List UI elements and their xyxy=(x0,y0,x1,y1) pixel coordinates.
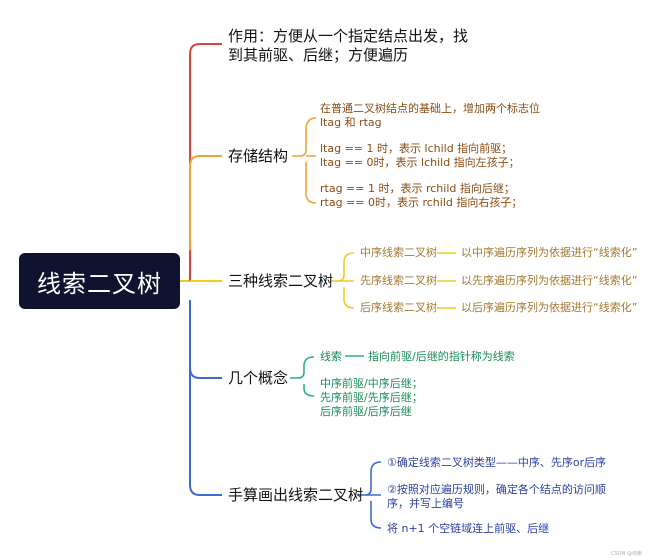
concept-orders: 中序前驱/中序后继； 先序前驱/先序后继； 后序前驱/后序后继 xyxy=(320,377,423,418)
manual-step-3: 将 n+1 个空链域连上前驱、后继 xyxy=(387,522,550,535)
tree-2-name: 先序线索二叉树 xyxy=(360,274,437,287)
tree-3-desc: 以后序遍历序列为依据进行“线索化” xyxy=(461,301,638,314)
concept-desc: 指向前驱/后继的指针称为线索 xyxy=(368,350,515,363)
tree-2-desc: 以先序遍历序列为依据进行“线索化” xyxy=(461,274,638,287)
manual-step-2: ②按照对应遍历规则，确定各个结点的访问顺 序，并写上编号 xyxy=(387,483,606,510)
branch-5-connector xyxy=(189,360,222,496)
branch-3-bracket xyxy=(330,252,355,309)
concept-name: 线索 xyxy=(320,350,342,363)
branch-4-bracket xyxy=(290,356,315,397)
branch-2-connector xyxy=(189,155,222,250)
root-label: 线索二叉树 xyxy=(37,269,162,298)
storage-item-3: rtag == 1 时，表示 rchild 指向后继； rtag == 0时，表… xyxy=(320,182,523,209)
storage-item-2: ltag == 1 时，表示 lchild 指向前驱； ltag == 0时，表… xyxy=(320,142,520,169)
tree-1-desc: 以中序遍历序列为依据进行“线索化” xyxy=(461,246,638,259)
branch-2-label: 存储结构 xyxy=(228,147,289,165)
branch-4-label: 几个概念 xyxy=(228,369,289,387)
branch-5-bracket xyxy=(357,461,382,529)
manual-step-1: ①确定线索二叉树类型——中序、先序or后序 xyxy=(387,456,607,469)
branch-1-label: 作用：方便从一个指定结点出发，找 到其前驱、后继；方便遍历 xyxy=(228,27,469,64)
tree-1-name: 中序线索二叉树 xyxy=(360,246,437,259)
branch-3-label: 三种线索二叉树 xyxy=(228,272,334,290)
branch-4-connector xyxy=(189,300,222,379)
branch-2-bracket xyxy=(292,117,317,204)
storage-item-1: 在普通二叉树结点的基础上，增加两个标志位 ltag 和 rtag xyxy=(320,102,540,129)
tree-3-name: 后序线索二叉树 xyxy=(360,301,437,314)
branch-5-label: 手算画出线索二叉树 xyxy=(228,486,364,504)
watermark: CSDN @线索 xyxy=(611,551,642,557)
branch-1-connector xyxy=(189,43,222,281)
root-node: 线索二叉树 xyxy=(19,253,180,309)
